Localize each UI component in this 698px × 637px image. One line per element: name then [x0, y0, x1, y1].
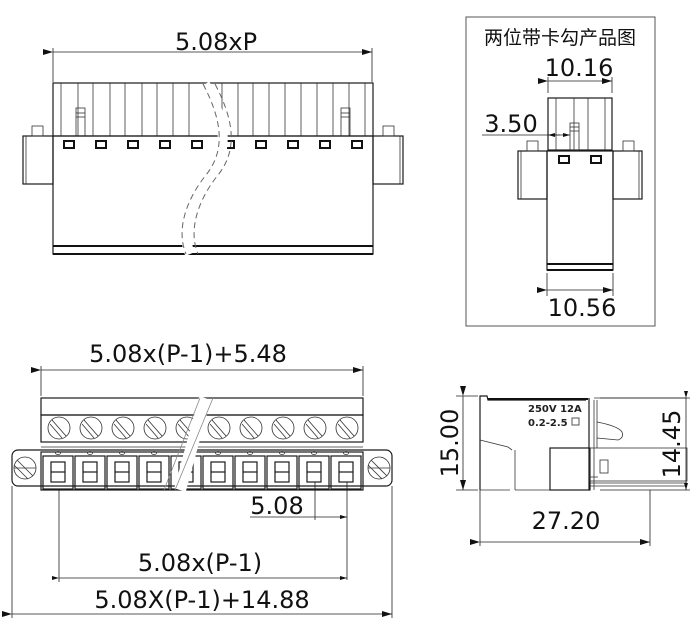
- break-line: [181, 83, 220, 255]
- test-windows: [63, 140, 363, 149]
- inset-body: [546, 150, 614, 271]
- left-flange-tab: [31, 125, 44, 137]
- overall-width-label: 5.08xP: [175, 28, 257, 56]
- inset-latch: [569, 122, 580, 151]
- break-line: [174, 397, 214, 491]
- flange-screw-left-icon: [13, 456, 37, 480]
- mounting-flange: [11, 449, 393, 487]
- top-width-label: 10.16: [545, 54, 614, 82]
- inset-entry: [547, 97, 613, 151]
- two-pin-inset: 两位带卡勾产品图 10.16 3.50 10.: [465, 16, 656, 327]
- rating-line-1: 250V 12A: [528, 404, 582, 415]
- right-flange: [372, 135, 404, 185]
- flange-width-label: 5.08X(P-1)+14.88: [94, 586, 309, 614]
- flange-screw-right-icon: [367, 456, 391, 480]
- right-flange-tab: [382, 125, 395, 137]
- screw-icons: [47, 416, 359, 440]
- side-chamfer: [479, 439, 513, 451]
- inset-right-flange: [612, 150, 643, 200]
- terminal-body: [40, 451, 364, 491]
- depth-label: 27.20: [532, 507, 601, 535]
- wire-entries: [42, 451, 362, 490]
- break-line: [163, 397, 201, 491]
- side-latch-hook: [596, 421, 623, 441]
- connector-body: [52, 135, 374, 255]
- height-left-label: 15.00: [436, 409, 464, 478]
- side-view: 15.00 250V 12A 0.2-2.5 14.45: [436, 386, 690, 546]
- inset-left-flange: [517, 150, 548, 200]
- top-view: 5.08x(P-1)+5.48: [2, 340, 393, 618]
- rating-line-2: 0.2-2.5: [528, 418, 568, 429]
- square-mm2-icon: [571, 417, 580, 426]
- body-width-label: 5.08x(P-1)+5.48: [89, 340, 287, 368]
- pitch-label: 5.08: [250, 492, 303, 520]
- inset-frame: [465, 16, 656, 327]
- break-line: [193, 83, 232, 255]
- bottom-width-label: 10.56: [548, 294, 617, 322]
- inset-title: 两位带卡勾产品图: [484, 27, 636, 49]
- latch-left: [75, 107, 86, 137]
- left-flange: [22, 135, 54, 185]
- pin-span-label: 5.08x(P-1): [138, 549, 262, 577]
- front-view: 5.08xP: [22, 28, 404, 256]
- height-right-label: 14.45: [658, 410, 686, 479]
- latch-offset-label: 3.50: [484, 110, 537, 138]
- plug-body: [549, 447, 591, 491]
